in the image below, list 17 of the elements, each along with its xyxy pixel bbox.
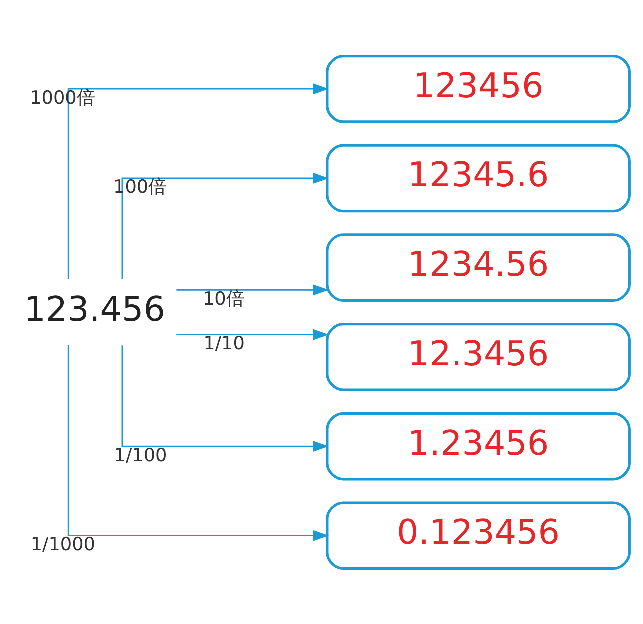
arrow: [68, 83, 330, 280]
node-box: 12345.6: [326, 144, 631, 212]
edge-label: 1/1000: [30, 534, 96, 556]
arrow: [68, 344, 330, 541]
arrow: [176, 284, 330, 296]
arrow: [176, 328, 330, 340]
node-box: 0.123456: [326, 501, 631, 570]
node-text: 123.456: [24, 289, 166, 330]
node-box: 1.23456: [326, 412, 631, 480]
arrow: [122, 345, 329, 452]
arrow: [122, 172, 329, 279]
node-box: 12.3456: [326, 322, 631, 391]
node-box: 1234.56: [326, 233, 631, 302]
edge-label: 1/10: [204, 333, 245, 354]
node-box: 123456: [326, 54, 631, 123]
edge-label: 1/100: [114, 444, 168, 466]
edge-label: 10倍: [202, 288, 244, 310]
